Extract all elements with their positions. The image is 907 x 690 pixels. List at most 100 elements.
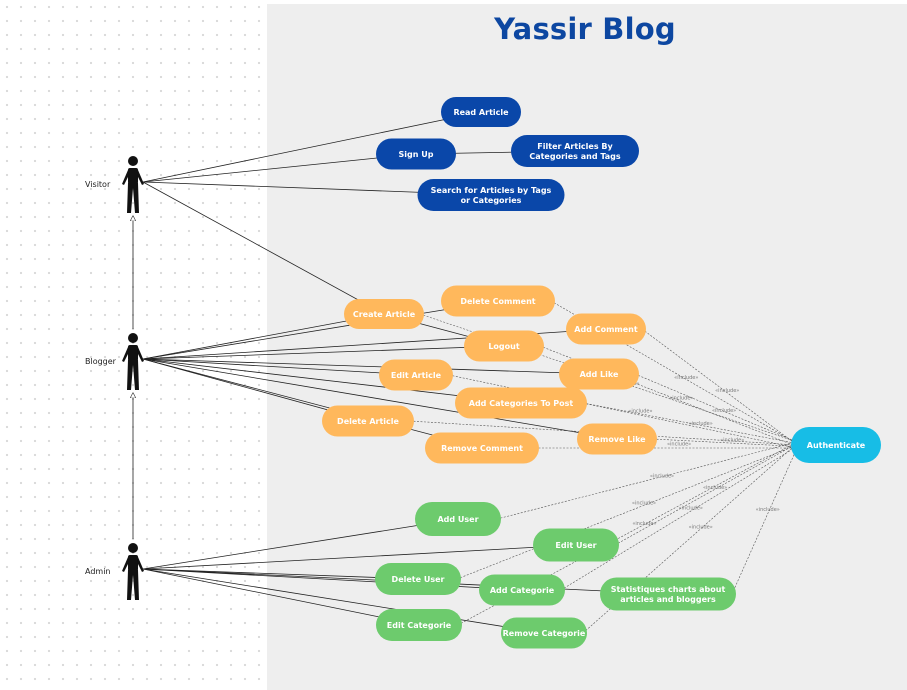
include-label: «include» (679, 505, 703, 511)
use-case-label: Remove Comment (441, 444, 523, 453)
use-case-remove-comment[interactable]: Remove Comment (425, 432, 539, 464)
association-line-visitor-sign-up (142, 153, 417, 183)
use-case-label: Remove Categorie (503, 629, 586, 638)
use-case-sign-up[interactable]: Sign Up (376, 138, 456, 170)
use-case-delete-user[interactable]: Delete User (375, 563, 461, 595)
diagram-title: Yassir Blog (494, 12, 676, 46)
include-label: «include» (632, 521, 656, 527)
use-case-shape (379, 359, 453, 391)
association-line-admin-delete-user (142, 568, 419, 580)
association-line-blogger-remove-comment (142, 358, 483, 449)
include-label: «include» (689, 421, 713, 427)
use-case-label: Authenticate (807, 441, 866, 450)
use-case-add-user[interactable]: Add User (415, 502, 501, 536)
use-case-label: Remove Like (588, 435, 646, 444)
use-case-label: Edit Categorie (387, 621, 452, 630)
include-label: «include» (756, 507, 780, 513)
use-case-label: Delete User (392, 575, 445, 584)
actor-label: Visitor (85, 180, 111, 189)
use-case-shape (376, 609, 462, 641)
use-case-label: Sign Up (399, 150, 434, 159)
include-line-add-comment (641, 328, 797, 445)
association-line-admin-edit-user (142, 544, 577, 570)
include-label: «include» (720, 437, 744, 443)
include-label: «include» (703, 485, 727, 491)
include-label: «include» (712, 408, 736, 414)
include-line-remove-like (652, 438, 797, 447)
actor-admin[interactable]: Admin (85, 543, 144, 600)
use-case-label: Create Article (353, 310, 416, 319)
use-case-read-article[interactable]: Read Article (441, 97, 521, 127)
include-line-add-categorie (560, 447, 797, 591)
use-case-label: Add Categories To Post (469, 399, 574, 408)
actor-visitor[interactable]: Visitor (85, 156, 144, 213)
use-case-shape (322, 405, 414, 437)
use-case-remove-categorie[interactable]: Remove Categorie (501, 617, 587, 649)
use-case-add-categorie[interactable]: Add Categorie (479, 574, 565, 606)
use-case-label: Delete Article (337, 417, 399, 426)
use-case-add-comment[interactable]: Add Comment (566, 313, 646, 345)
use-case-shape (501, 617, 587, 649)
actor-label: Admin (85, 567, 111, 576)
association-line-admin-add-categorie (142, 568, 523, 591)
use-case-authenticate[interactable]: Authenticate (791, 427, 881, 463)
use-case-add-like[interactable]: Add Like (559, 358, 639, 390)
diagram-canvas (267, 4, 907, 690)
use-case-shape (441, 285, 555, 317)
include-label: «include» (667, 441, 691, 447)
use-case-shape (511, 135, 639, 167)
association-line-admin-add-user (142, 518, 459, 570)
use-case-shape (577, 423, 657, 455)
use-case-logout[interactable]: Logout (464, 330, 544, 362)
use-case-edit-categorie[interactable]: Edit Categorie (376, 609, 462, 641)
association-line-visitor-create-article (142, 181, 385, 315)
use-case-label: Logout (488, 342, 520, 351)
include-label: «include» (715, 388, 739, 394)
use-case-shape (425, 432, 539, 464)
use-case-shape (455, 387, 587, 419)
association-line-blogger-add-like (142, 358, 600, 375)
include-line-add-user (496, 442, 797, 520)
use-case-label: Add Comment (574, 325, 638, 334)
association-line-admin-edit-categorie (142, 568, 420, 626)
use-case-edit-user[interactable]: Edit User (533, 528, 619, 562)
use-case-delete-article[interactable]: Delete Article (322, 405, 414, 437)
include-label: «include» (674, 375, 698, 381)
association-line-blogger-edit-article (142, 358, 417, 376)
use-case-shape (415, 502, 501, 536)
use-case-shape (566, 313, 646, 345)
association-line-blogger-delete-comment (142, 300, 499, 360)
use-case-label: Edit Article (391, 371, 442, 380)
use-case-shape (441, 97, 521, 127)
include-label: «include» (689, 525, 713, 531)
use-case-create-article[interactable]: Create Article (344, 299, 424, 329)
use-case-label: Add User (437, 515, 478, 524)
include-label: «include» (628, 409, 652, 415)
use-case-shape (600, 577, 736, 611)
use-case-label: Read Article (453, 108, 509, 117)
association-line-admin-remove-categorie (142, 568, 545, 634)
use-case-shape (559, 358, 639, 390)
include-line-remove-categorie (582, 444, 797, 634)
use-case-remove-like[interactable]: Remove Like (577, 423, 657, 455)
stick-figure-icon (122, 333, 144, 390)
include-line-add-like (634, 373, 797, 442)
association-line-blogger-remove-like (142, 358, 618, 440)
use-case-delete-comment[interactable]: Delete Comment (441, 285, 555, 317)
use-case-shape (791, 427, 881, 463)
include-label: «include» (632, 500, 656, 506)
use-case-shape (376, 138, 456, 170)
use-case-edit-article[interactable]: Edit Article (379, 359, 453, 391)
actor-blogger[interactable]: Blogger (85, 333, 144, 390)
use-case-shape (375, 563, 461, 595)
use-case-add-categories-to-post[interactable]: Add Categories To Post (455, 387, 587, 419)
